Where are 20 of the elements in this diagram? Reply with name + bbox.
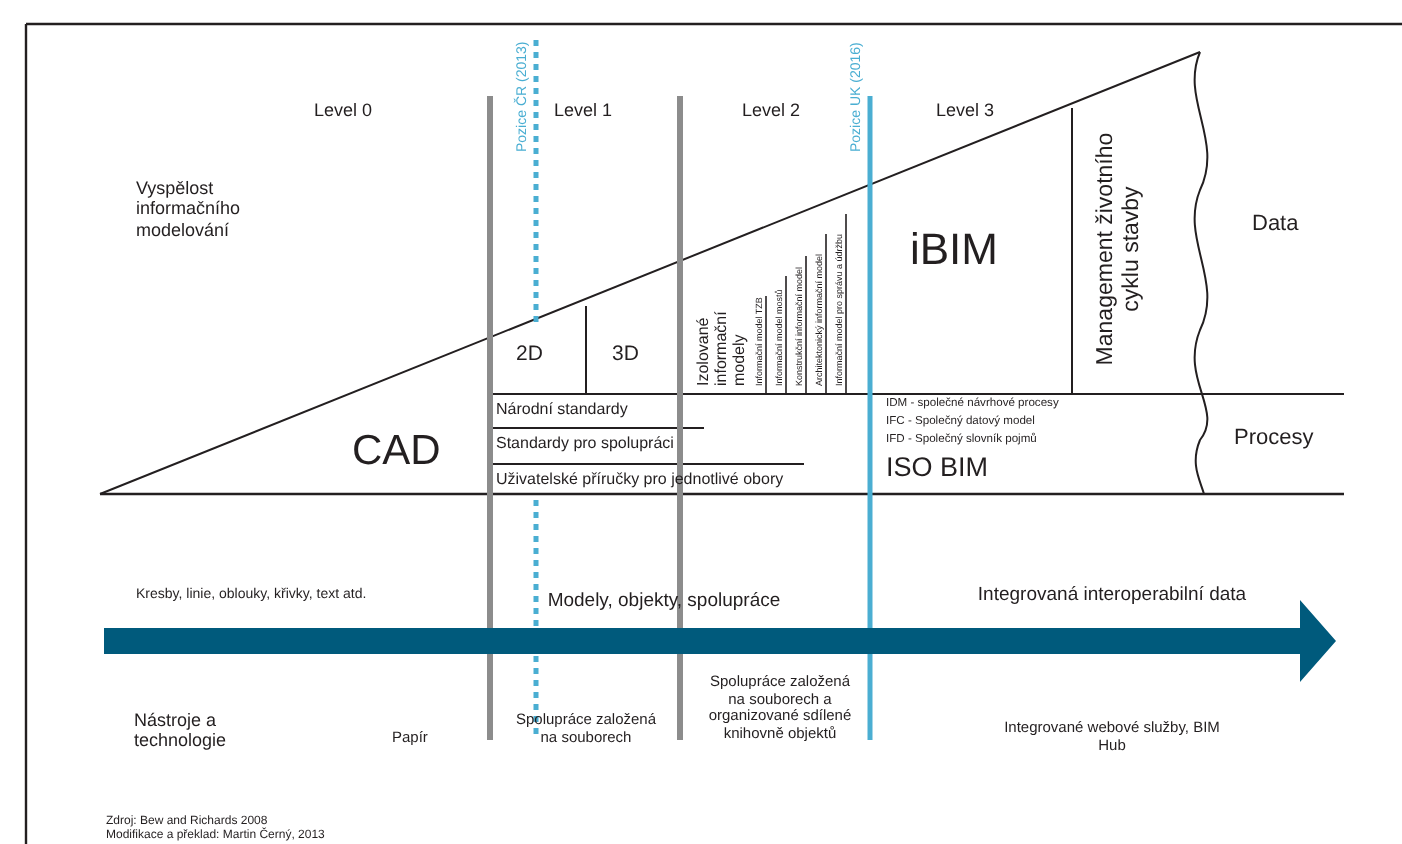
label-text: Modely, objekty, spolupráce (545, 592, 783, 614)
label-text: Vyspělost informačního modelování (136, 178, 243, 241)
label-text: Procesy (1234, 426, 1314, 452)
label-text: Standardy pro spolupráci (496, 434, 674, 453)
level-heading: Level 2 (742, 100, 801, 121)
label-text: Management životního cyklu stavby (1094, 130, 1147, 370)
label-text: 2D (516, 342, 543, 367)
label-text: Národní standardy (496, 400, 628, 419)
level-name: iBIM (910, 224, 998, 275)
label-text: Data (1252, 212, 1299, 238)
level-heading: Level 0 (314, 100, 373, 121)
label-text: Uživatelské příručky pro jednotlivé obory (496, 470, 784, 489)
level-heading: Level 1 (554, 100, 613, 121)
label-text: 3D (612, 342, 639, 367)
label-text: Izolované informační modely (694, 309, 750, 386)
level-name: ISO BIM (886, 452, 989, 484)
level-name: CAD (352, 428, 441, 477)
level-heading: Level 3 (936, 100, 995, 121)
label-text: Integrovaná interoperabilní data (975, 586, 1249, 608)
label-text: Nástroje a technologie (134, 710, 229, 752)
